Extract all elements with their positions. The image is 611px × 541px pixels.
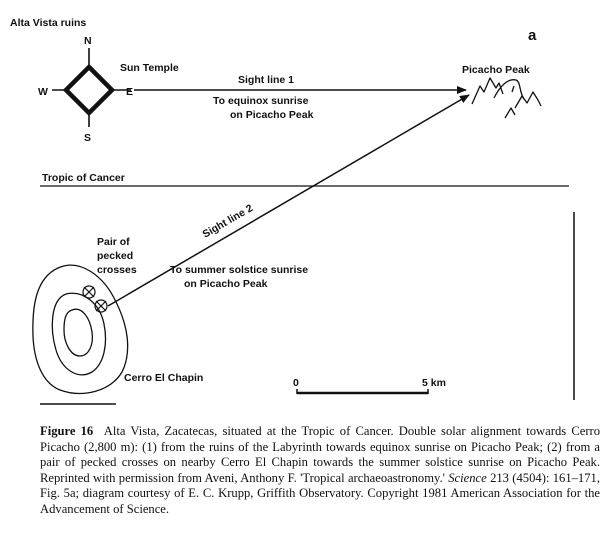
ruins-label: Alta Vista ruins (10, 17, 86, 29)
sight-line-2 (107, 94, 470, 307)
caption-text-2: 213 (4504): 161–171, Fig. 5a; diagram co… (40, 470, 600, 516)
compass-north: N (84, 35, 92, 47)
sight-line-1-label: Sight line 1 (238, 74, 294, 86)
cerro-el-chapin-contours (32, 264, 129, 394)
sight-line-1-desc-2: on Picacho Peak (230, 109, 314, 121)
picacho-peak-label: Picacho Peak (462, 64, 530, 76)
compass-south: S (84, 132, 91, 144)
panel-letter: a (528, 27, 537, 44)
crosses-label-line-1: Pair of (97, 236, 130, 248)
sight-line-2-desc-1: To summer solstice sunrise (170, 264, 308, 276)
crosses-label-line-3: crosses (97, 264, 137, 276)
contour-inner (63, 308, 94, 357)
contour-middle (51, 292, 107, 376)
tropic-label: Tropic of Cancer (42, 172, 125, 184)
scale-end: 5 km (422, 377, 446, 389)
pecked-cross-2 (94, 299, 108, 313)
picacho-peak-icon (471, 77, 542, 119)
contour-outer (32, 264, 129, 394)
cerro-label: Cerro El Chapin (124, 372, 203, 384)
sight-line-1-desc-1: To equinox sunrise (213, 95, 309, 107)
pecked-cross-1 (82, 285, 96, 299)
compass-east: E (126, 86, 133, 98)
caption-text-1: Alta Vista, Zacatecas, situated at the T… (40, 424, 600, 485)
crosses-label-line-2: pecked (97, 250, 133, 262)
figure-caption: Figure 16 Alta Vista, Zacatecas, situate… (40, 424, 600, 518)
sun-temple-diamond (62, 63, 116, 117)
caption-journal: Science (448, 470, 487, 485)
scale-start: 0 (293, 377, 299, 389)
sun-temple-compass (52, 48, 131, 127)
figure-label: Figure 16 (40, 424, 94, 438)
compass-west: W (38, 86, 48, 98)
sight-line-2-desc-2: on Picacho Peak (184, 278, 268, 290)
scale-bar (296, 389, 429, 395)
sight-line-2-label: Sight line 2 (201, 202, 256, 240)
sun-temple-label: Sun Temple (120, 62, 179, 74)
